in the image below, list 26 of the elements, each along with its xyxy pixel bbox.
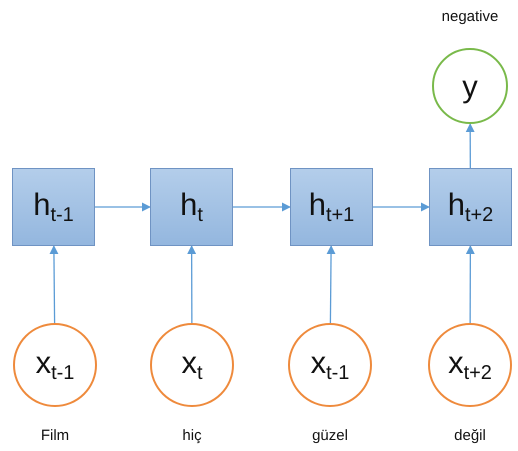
hidden-state-box [150, 168, 233, 246]
arrow [466, 123, 475, 168]
node-label: x$_{t-1}$ [310, 347, 350, 383]
node-label: h$_{t+2}$ [448, 189, 494, 225]
node-label: h$_{t-1}$ [33, 189, 74, 225]
hidden-state-box [290, 168, 373, 246]
word-label: değil [454, 427, 486, 444]
node-label: x$_{t-1}$ [36, 347, 74, 383]
arrow [326, 245, 336, 323]
node-label: x$_{t}$ [181, 347, 203, 383]
arrow [187, 245, 196, 323]
node-label: h$_{t+1}$ [308, 189, 354, 225]
arrow [466, 245, 475, 323]
node-label: y [462, 70, 478, 102]
word-label: Film [40, 427, 70, 444]
hidden-state-box [429, 168, 512, 246]
arrow [233, 202, 291, 212]
arrow [373, 202, 430, 212]
arrow [49, 245, 58, 323]
node-label: x$_{t+2}$ [448, 347, 492, 383]
word-label: güzel [312, 427, 348, 444]
word-label: hiç [182, 427, 202, 444]
hidden-state-box [12, 168, 95, 246]
node-label: h$_{t}$ [180, 189, 203, 225]
output-label: negative [442, 8, 498, 25]
arrow [95, 202, 151, 212]
